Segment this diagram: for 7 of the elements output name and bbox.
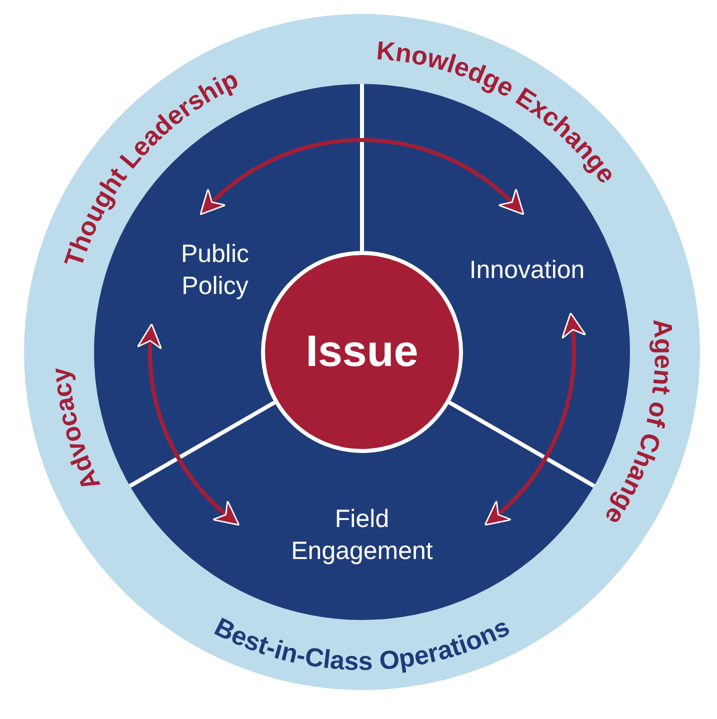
hub-label: Issue: [306, 327, 418, 377]
double-arrow: [484, 312, 586, 526]
segment-label: Field Engagement: [277, 503, 447, 567]
double-arrow: [199, 138, 525, 215]
segment-label: Innovation: [447, 254, 607, 286]
segment-label: Public Policy: [160, 238, 270, 302]
double-arrow: [138, 323, 240, 526]
